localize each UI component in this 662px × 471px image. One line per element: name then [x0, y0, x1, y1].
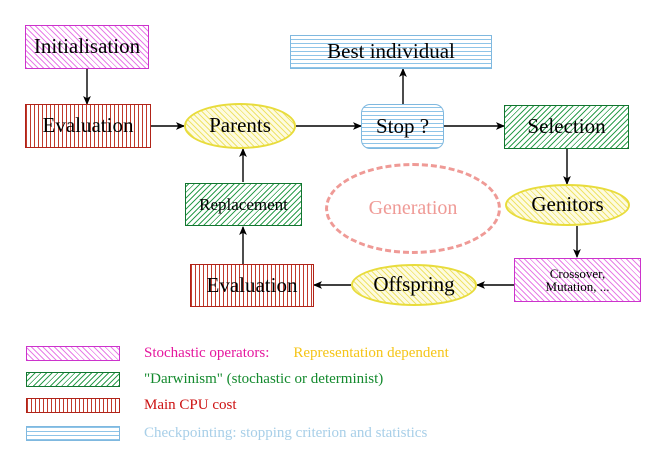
legend-swatch-blue-horizontal-hatch: [26, 425, 120, 441]
node-replacement[interactable]: Replacement: [185, 183, 302, 226]
node-generation[interactable]: Generation: [325, 163, 501, 254]
node-parents[interactable]: Parents: [184, 103, 296, 149]
node-evaluation-bottom[interactable]: Evaluation: [190, 264, 314, 307]
legend-label-stochastic-operators: Stochastic operators:: [144, 344, 270, 361]
node-selection[interactable]: Selection: [504, 105, 629, 149]
node-evaluation-top[interactable]: Evaluation: [25, 104, 151, 148]
legend-row-stochastic-operators: Stochastic operators: Representation dep…: [26, 345, 449, 361]
node-initialisation[interactable]: Initialisation: [25, 25, 149, 69]
node-offspring[interactable]: Offspring: [351, 264, 477, 306]
legend-label-checkpointing: Checkpointing: stopping criterion and st…: [144, 424, 428, 441]
legend-label-representation-dependent: Representation dependent: [293, 344, 449, 361]
legend-swatch-green-diagonal-hatch: [26, 371, 120, 387]
legend-label-darwinism: "Darwinism" (stochastic or determinist): [144, 370, 384, 387]
node-best-individual[interactable]: Best individual: [290, 35, 492, 69]
node-stop[interactable]: Stop ?: [361, 104, 444, 149]
legend-row-main-cpu-cost: Main CPU cost: [26, 397, 237, 413]
legend-label-main-cpu-cost: Main CPU cost: [144, 396, 237, 413]
legend-row-darwinism: "Darwinism" (stochastic or determinist): [26, 371, 383, 387]
legend-row-checkpointing: Checkpointing: stopping criterion and st…: [26, 425, 427, 441]
legend-swatch-magenta-diagonal-hatch: [26, 345, 120, 361]
node-crossover-mutation[interactable]: Crossover, Mutation, ...: [514, 258, 641, 302]
node-genitors[interactable]: Genitors: [505, 184, 630, 226]
legend-swatch-red-vertical-hatch: [26, 397, 120, 413]
